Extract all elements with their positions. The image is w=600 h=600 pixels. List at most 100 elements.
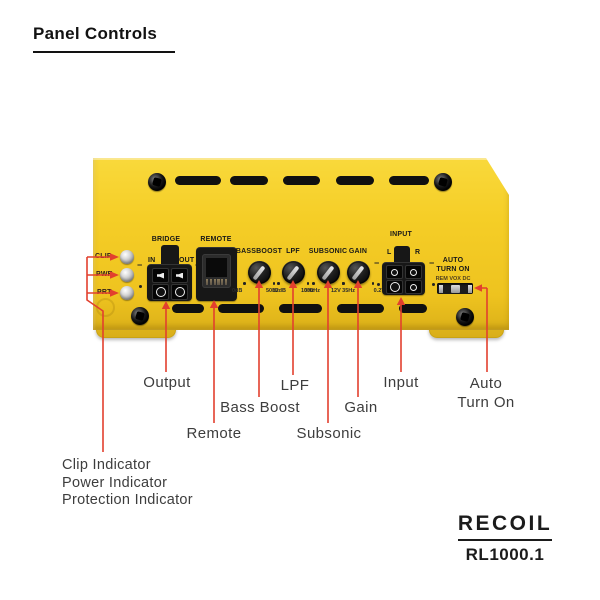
vent-slot [172, 304, 204, 313]
vent-slot [336, 176, 374, 185]
clip-led-label: CLIP [95, 253, 112, 260]
model-number: RL1000.1 [465, 545, 545, 564]
knob-dot [277, 282, 280, 285]
auto-turn-on-callout-label: Auto Turn On [457, 374, 514, 412]
vent-slot [337, 304, 384, 313]
gain-max: 0.2V [373, 288, 385, 294]
rj-port-icon [202, 254, 231, 288]
gain-callout-label: Gain [344, 399, 378, 416]
input-callout-label: Input [383, 374, 419, 391]
gain-min: 12V [331, 288, 341, 294]
input-left-label: L [387, 249, 392, 256]
brand-block: RECOIL RL1000.1 [455, 512, 555, 565]
power-led-label: PWR [96, 271, 113, 278]
knob-dot [312, 282, 315, 285]
knob-slot-icon [252, 264, 266, 281]
lpf-max: 300Hz [304, 288, 320, 294]
gain-knob [346, 261, 370, 284]
remote-label: REMOTE [200, 236, 232, 243]
vent-slot [175, 176, 221, 185]
vent-slot [279, 304, 322, 313]
clip-indicator-text: Clip Indicator [62, 457, 151, 473]
protect-led-label: PRT [97, 289, 112, 296]
bridge-label: BRIDGE [151, 236, 181, 243]
round-terminal-icon [171, 284, 188, 300]
input-terminal-icon [405, 265, 422, 279]
protect-led [120, 286, 134, 300]
input-connector [382, 262, 425, 295]
vent-slot [230, 176, 268, 185]
lpf-callout-label: LPF [280, 377, 310, 394]
remote-callout-label: Remote [186, 425, 242, 442]
input-terminal-icon [386, 280, 403, 294]
knob-dot [306, 282, 309, 285]
vent-slot [399, 304, 427, 313]
bassboost-min: 0dB [232, 288, 243, 294]
auto-callout-line2: Turn On [457, 394, 515, 411]
bridge-out-label: OUT [179, 257, 195, 264]
knob-dot [243, 282, 246, 285]
indicator-callout-label: Clip Indicator Power Indicator Protectio… [62, 457, 193, 510]
vent-slot [283, 176, 320, 185]
screw-icon [148, 173, 166, 191]
bridge-output-connector [147, 264, 192, 301]
power-indicator-text: Power Indicator [62, 474, 168, 491]
bassboost-max: 12dB [272, 288, 286, 294]
auto-callout-line1: Auto [469, 375, 503, 392]
output-callout-label: Output [143, 374, 191, 391]
knob-dot [342, 282, 345, 285]
subsonic-knob-group: SUBSONIC 10Hz 35Hz [301, 248, 355, 294]
power-led [120, 268, 134, 282]
bassboost-label: BASSBOOST [235, 248, 283, 255]
lpf-knob-group: LPF 50Hz 300Hz [266, 248, 320, 294]
lpf-min: 50Hz [266, 288, 279, 294]
screw-icon [434, 173, 452, 191]
clip-led [120, 250, 134, 264]
bridge-connector-tab [161, 245, 179, 267]
knob-slot-icon [286, 264, 300, 281]
speaker-terminal-icon [152, 268, 169, 283]
bass-boost-callout-label: Bass Boost [220, 399, 300, 416]
gain-knob-group: GAIN 12V 0.2V [331, 248, 385, 294]
input-label: INPUT [390, 231, 412, 238]
knob-slot-icon [351, 264, 365, 281]
screw-icon [456, 308, 474, 326]
gain-label: GAIN [348, 248, 368, 255]
embossed-circle [96, 298, 115, 317]
remote-jack [196, 247, 237, 301]
subsonic-min: 10Hz [301, 288, 314, 294]
subsonic-label: SUBSONIC [308, 248, 348, 255]
polarity-minus-mark: − [137, 260, 143, 270]
vent-slot [218, 304, 264, 313]
input-connector-tab [394, 246, 410, 266]
subsonic-knob [316, 261, 340, 284]
input-right-label: R [415, 249, 421, 256]
vent-slot [389, 176, 429, 185]
polarity-dot-mark [432, 283, 435, 286]
switch-end-cap [467, 284, 472, 293]
subsonic-callout-label: Subsonic [296, 425, 362, 442]
page-title: Panel Controls [33, 24, 176, 53]
auto-turn-on-switch [437, 283, 473, 294]
knob-dot [371, 282, 374, 285]
knob-dot [272, 282, 275, 285]
auto-turn-on-label-line2: TURN ON [436, 266, 470, 273]
input-terminal-icon [405, 280, 422, 294]
polarity-minus-mark: − [374, 258, 380, 268]
input-terminal-icon [386, 265, 403, 279]
auto-turn-on-modes-label: REM VOX DC [435, 276, 471, 282]
lpf-label: LPF [286, 248, 300, 255]
bassboost-knob [247, 261, 271, 284]
protection-indicator-text: Protection Indicator [62, 492, 193, 508]
switch-slider [451, 284, 460, 293]
switch-end-cap [438, 284, 443, 293]
speaker-terminal-icon [171, 268, 188, 283]
polarity-dot-mark [139, 285, 142, 288]
bassboost-knob-group: BASSBOOST 0dB 12dB [232, 248, 286, 294]
recoil-logo: RECOIL [457, 512, 553, 541]
round-terminal-icon [152, 284, 169, 300]
subsonic-max: 35Hz [342, 288, 355, 294]
bridge-in-label: IN [148, 257, 156, 264]
knob-slot-icon [321, 264, 335, 281]
